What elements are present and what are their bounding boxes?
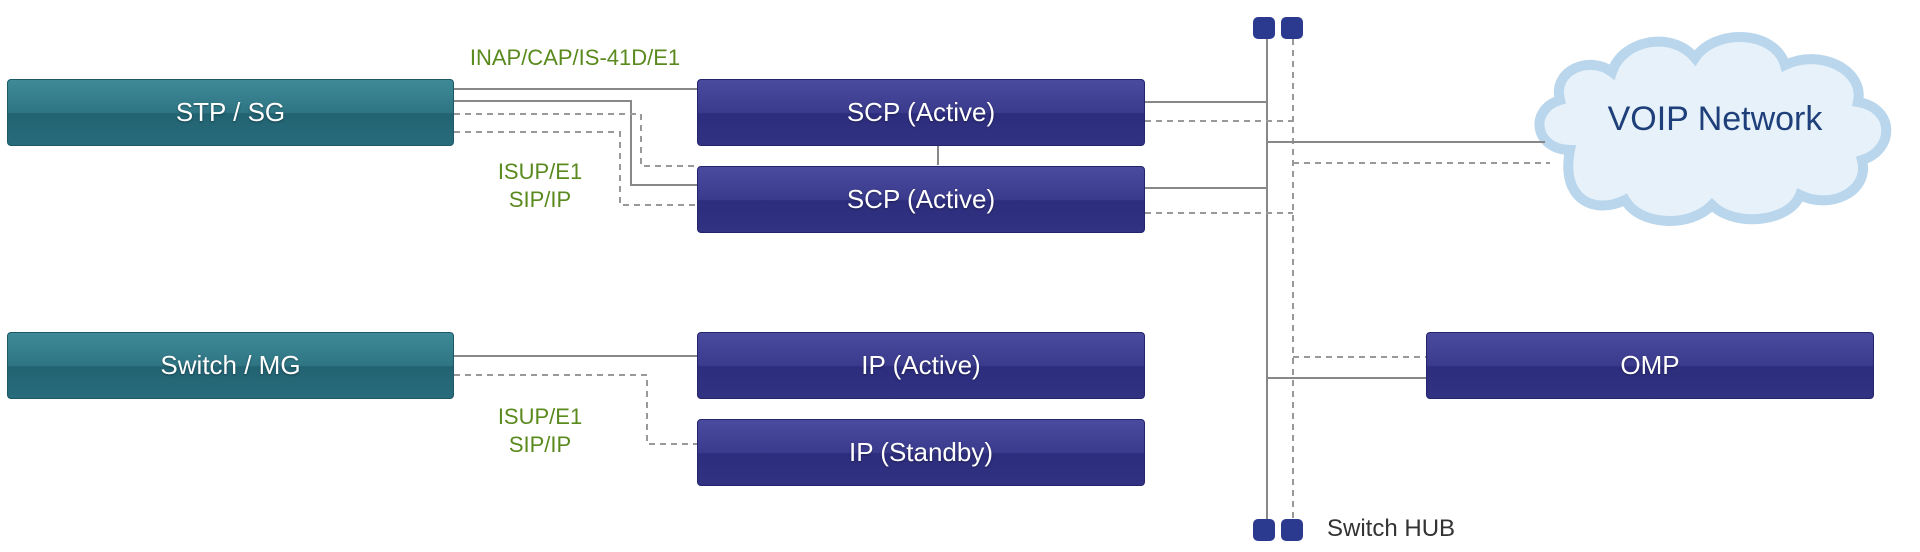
isup-e1-label-bottom: ISUP/E1	[497, 404, 583, 429]
stp-sg-node: STP / SG	[7, 79, 454, 146]
switch-hub-label: Switch HUB	[1327, 515, 1456, 542]
switch-hub-bus	[1266, 28, 1294, 530]
voip-cloud-shape	[1534, 32, 1892, 226]
omp-node: OMP	[1426, 332, 1874, 399]
solid-links-left	[454, 88, 939, 357]
ip-standby-label: IP (Standby)	[848, 437, 994, 467]
scp-active-label-2: SCP (Active)	[846, 184, 996, 214]
ip-active-label: IP (Active)	[861, 350, 981, 380]
hub-connector-icon-bottom	[1253, 519, 1303, 541]
scp-active-node-1: SCP (Active)	[697, 79, 1145, 146]
scp-active-node-2: SCP (Active)	[697, 166, 1145, 233]
voip-network-label: VOIP Network	[1607, 100, 1823, 138]
solid-links-right	[1145, 101, 1545, 379]
hub-connector-icon	[1253, 17, 1303, 39]
stp-sg-label: STP / SG	[175, 97, 286, 127]
switch-mg-node: Switch / MG	[7, 332, 454, 399]
sip-ip-label-bottom: SIP/IP	[508, 432, 572, 457]
dashed-links-left	[454, 113, 697, 445]
top-protocol-label: INAP/CAP/IS-41D/E1	[469, 45, 681, 70]
ip-active-node: IP (Active)	[697, 332, 1145, 399]
isup-e1-label-top: ISUP/E1	[497, 159, 583, 184]
switch-mg-label: Switch / MG	[160, 350, 301, 380]
omp-label: OMP	[1620, 350, 1680, 380]
dashed-links-right	[1145, 120, 1550, 358]
scp-active-label-1: SCP (Active)	[846, 97, 996, 127]
ip-standby-node: IP (Standby)	[697, 419, 1145, 486]
sip-ip-label-top: SIP/IP	[508, 187, 572, 212]
